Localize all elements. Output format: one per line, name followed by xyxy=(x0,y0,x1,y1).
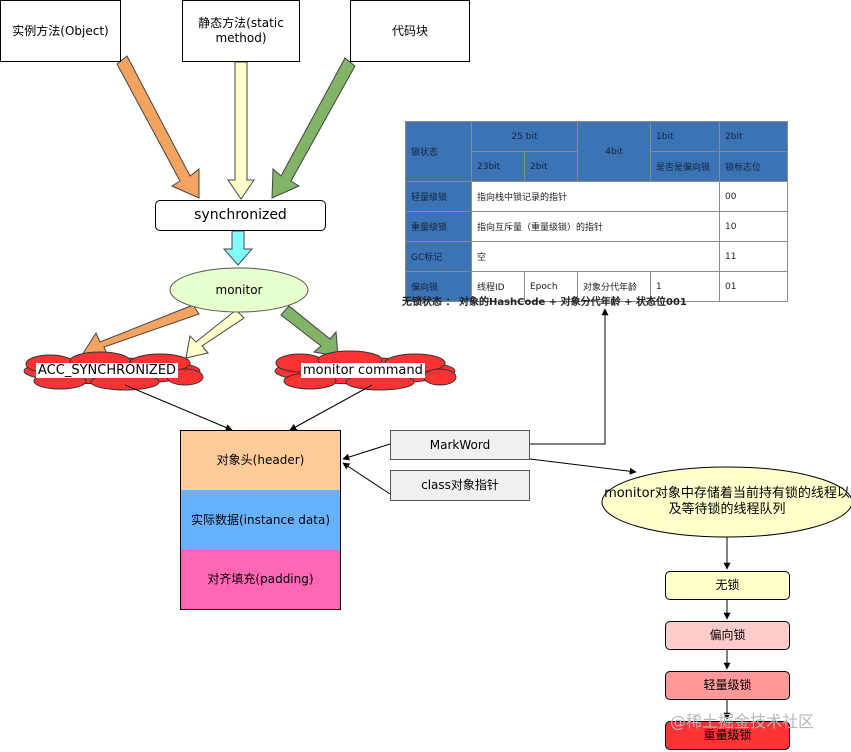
table-row: 重量级锁 指向互斥量（重量级锁）的指针 10 xyxy=(405,211,788,242)
table-cell: Epoch xyxy=(524,271,578,302)
padding-box: 对齐填充(padding) xyxy=(180,550,341,610)
markword-box: MarkWord xyxy=(390,430,530,460)
no-lock-label: 无锁 xyxy=(715,578,740,592)
instance-method-label: 实例方法(Object) xyxy=(12,23,109,38)
table-cell: 1bit xyxy=(650,121,720,152)
object-header-label: 对象头(header) xyxy=(216,453,305,467)
no-lock-box: 无锁 xyxy=(665,571,790,600)
table-cell: 2bit xyxy=(719,121,788,152)
connector-acc-to-header xyxy=(124,384,233,431)
biased-lock-label: 偏向锁 xyxy=(709,628,746,642)
acc-synchronized-label: ACC_SYNCHRONIZED xyxy=(36,363,179,378)
table-cell: 空 xyxy=(471,241,720,272)
table-cell: 25 bit xyxy=(471,121,578,152)
code-block-label: 代码块 xyxy=(391,23,428,38)
arrow-codeblock-to-sync xyxy=(271,57,356,199)
table-cell: 10 xyxy=(719,211,788,242)
synchronized-label: synchronized xyxy=(194,206,287,223)
monitor-desc-label: monitor对象中存储着当前持有锁的线程以及等待锁的线程队列 xyxy=(604,485,850,517)
table-cell: 1 xyxy=(650,271,720,302)
table-cell: 00 xyxy=(719,181,788,212)
instance-data-box: 实际数据(instance data) xyxy=(180,490,341,551)
table-cell: 锁状态 xyxy=(405,121,472,182)
static-method-label: 静态方法(static method) xyxy=(198,16,284,45)
instance-data-label: 实际数据(instance data) xyxy=(190,512,331,527)
arrow-instance-to-sync xyxy=(116,55,200,199)
monitor-label-wrap: monitor xyxy=(170,279,308,301)
heavyweight-lock-label: 重量级锁 xyxy=(703,728,752,742)
table-cell: 轻量级锁 xyxy=(405,181,472,212)
table-row: 偏向锁 线程ID Epoch 对象分代年龄 1 01 xyxy=(405,271,788,302)
table-cell: 4bit xyxy=(577,121,651,182)
table-cell: 23bit xyxy=(471,151,525,182)
synchronized-box: synchronized xyxy=(155,200,326,231)
table-cell: 重量级锁 xyxy=(405,211,472,242)
arrow-monitor-to-acc xyxy=(81,304,200,357)
class-pointer-box: class对象指针 xyxy=(390,470,530,501)
monitor-label: monitor xyxy=(215,282,263,297)
arrow-monitor-to-acc-cream xyxy=(185,309,245,359)
code-block-box: 代码块 xyxy=(350,0,470,62)
object-header-box: 对象头(header) xyxy=(180,430,341,491)
lightweight-lock-box: 轻量级锁 xyxy=(665,671,790,700)
table-row: 轻量级锁 指向栈中锁记录的指针 00 xyxy=(405,181,788,212)
table-cell: 对象分代年龄 xyxy=(577,271,651,302)
no-lock-caption: 无锁状态 ： 对象的HashCode + 对象分代年龄 + 状态位001 xyxy=(402,297,687,308)
table-cell: 锁标志位 xyxy=(719,151,788,182)
table-header-row: 锁状态 25 bit 4bit 1bit 2bit xyxy=(405,121,788,182)
table-row: GC标记 空 11 xyxy=(405,241,788,272)
arrow-monitor-to-command xyxy=(280,305,339,357)
arrow-sync-to-monitor xyxy=(222,230,254,266)
biased-lock-box: 偏向锁 xyxy=(665,621,790,650)
markword-label: MarkWord xyxy=(429,437,491,452)
connector-markword-to-header xyxy=(342,443,391,461)
table-cell: 2bit xyxy=(524,151,578,182)
class-pointer-label: class对象指针 xyxy=(421,478,499,492)
table-cell: 11 xyxy=(719,241,788,272)
static-method-box: 静态方法(static method) xyxy=(182,0,300,62)
monitor-desc-ellipse xyxy=(601,466,851,538)
connector-markword-to-monitor-desc xyxy=(529,458,637,475)
lightweight-lock-label: 轻量级锁 xyxy=(703,678,752,692)
monitor-ellipse xyxy=(169,267,309,313)
table-cell: 偏向锁 xyxy=(405,271,472,302)
monitor-command-label: monitor command xyxy=(301,363,425,378)
table-header-row: 23bit 2bit 是否是偏向锁 锁标志位 xyxy=(406,151,788,182)
monitor-desc-wrap: monitor对象中存储着当前持有锁的线程以及等待锁的线程队列 xyxy=(604,480,850,524)
table-cell: 是否是偏向锁 xyxy=(650,151,720,182)
connector-command-to-header xyxy=(289,384,373,431)
instance-method-box: 实例方法(Object) xyxy=(0,0,121,62)
connector-classptr-to-header xyxy=(342,462,391,495)
table-cell: 01 xyxy=(719,271,788,302)
table-cell: 指向互斥量（重量级锁）的指针 xyxy=(471,211,720,242)
padding-label: 对齐填充(padding) xyxy=(207,572,314,586)
table-cell: GC标记 xyxy=(405,241,472,272)
connector-markword-to-table xyxy=(530,308,609,445)
watermark: @稀土掘金技术社区 xyxy=(670,712,815,731)
arrow-static-to-sync xyxy=(227,61,255,200)
markword-table: 锁状态 25 bit 4bit 1bit 2bit 23bit 2bit 是否是… xyxy=(405,121,788,302)
heavyweight-lock-box: 重量级锁 xyxy=(665,721,790,750)
table-cell: 指向栈中锁记录的指针 xyxy=(471,181,720,212)
table-cell: 线程ID xyxy=(471,271,525,302)
